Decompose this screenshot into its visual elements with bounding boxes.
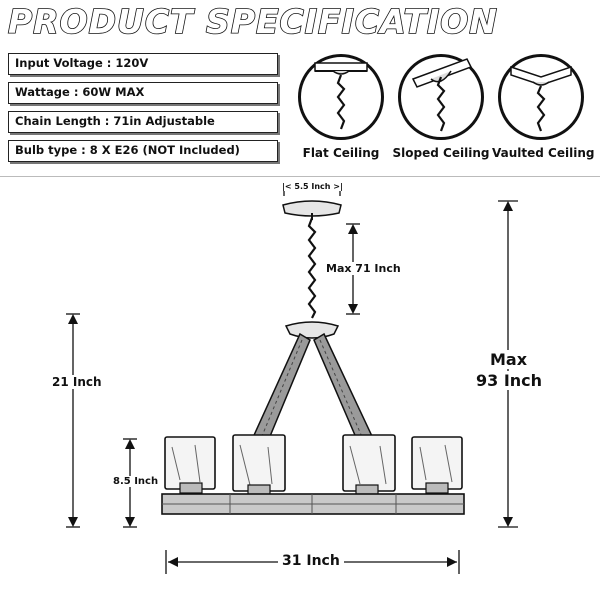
- chain-length-label: Max 71 Inch: [326, 262, 401, 275]
- body-height-label: 21 Inch: [52, 375, 102, 389]
- flat-ceiling-icon: [298, 54, 384, 140]
- spec-wattage: Wattage : 60W MAX: [8, 82, 278, 104]
- vaulted-ceiling-label: Vaulted Ceiling: [492, 146, 595, 160]
- hub-illustration: [284, 321, 340, 339]
- glass-height-label: 8.5 Inch: [113, 476, 159, 487]
- wood-ring-illustration: [161, 493, 465, 515]
- width-label: 31 Inch: [278, 553, 344, 569]
- page-title: PRODUCT SPECIFICATION: [7, 1, 498, 42]
- glass-shades-illustration: [164, 434, 463, 492]
- vaulted-ceiling-icon: [498, 54, 584, 140]
- flat-ceiling-label: Flat Ceiling: [302, 146, 380, 160]
- spec-input-voltage: Input Voltage : 120V: [8, 53, 278, 75]
- spec-bulb-type: Bulb type : 8 X E26 (NOT Included): [8, 140, 278, 162]
- chain-illustration: [307, 217, 317, 319]
- spec-chain-length: Chain Length : 71in Adjustable: [8, 111, 278, 133]
- sloped-ceiling-label: Sloped Ceiling: [392, 146, 490, 160]
- section-divider: [0, 176, 600, 177]
- canopy-width-label: |< 5.5 Inch >|: [282, 182, 343, 191]
- sloped-ceiling-icon: [398, 54, 484, 140]
- max-height-label-line2: 93 Inch: [476, 371, 543, 390]
- max-height-label-line1: Max: [490, 350, 528, 369]
- canopy-illustration: [282, 200, 342, 220]
